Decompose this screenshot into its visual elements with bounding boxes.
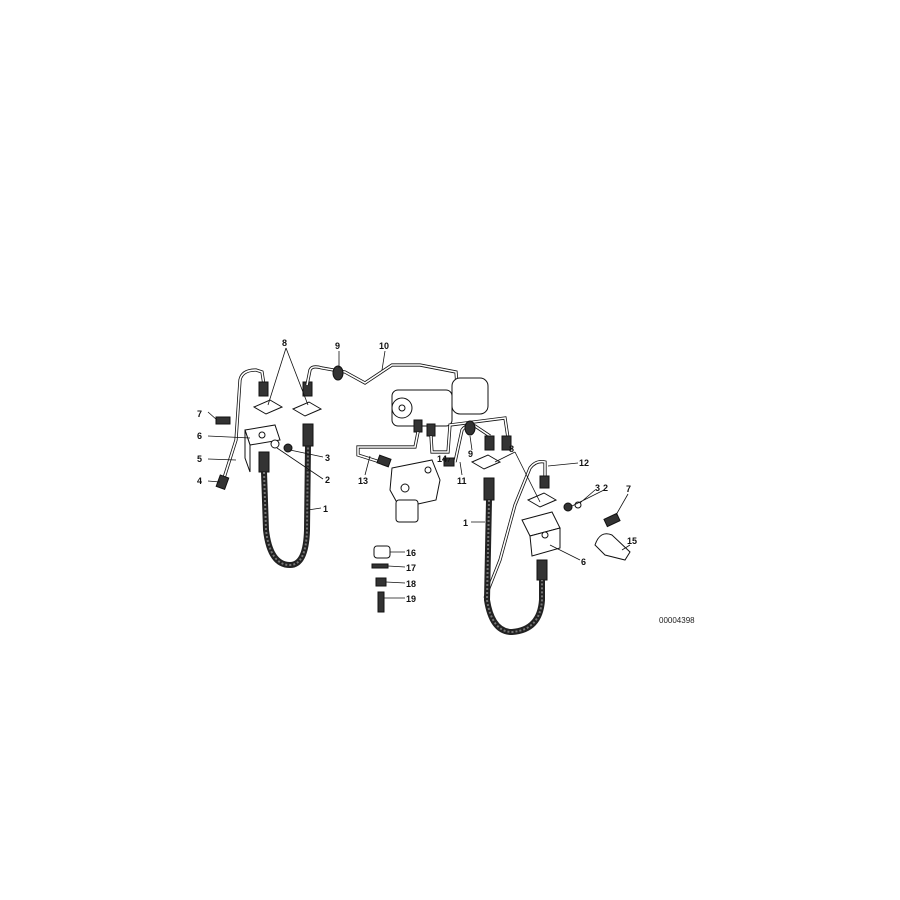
small-parts	[371, 545, 391, 613]
callout-label: 7	[626, 484, 631, 494]
callout-label: 2	[603, 483, 608, 493]
callout-labels: 8 9 10 7 6 5 4 3 2 1 13 14 11 9 8 12 3 2…	[197, 338, 695, 625]
brake-line-13	[356, 431, 420, 468]
callout-label: 9	[468, 449, 473, 459]
right-bracket	[521, 501, 621, 557]
brake-line-10	[305, 363, 460, 401]
callout-label: 2	[325, 475, 330, 485]
drawing-number: 00004398	[659, 616, 695, 625]
right-brake-hose	[483, 477, 548, 636]
right-brake-line	[483, 460, 558, 599]
callout-label: 1	[323, 504, 328, 514]
callout-label: 15	[627, 536, 637, 546]
left-brake-hose	[258, 423, 314, 569]
callout-label: 9	[335, 341, 340, 351]
callout-label: 8	[282, 338, 287, 348]
callout-label: 11	[457, 476, 467, 486]
master-cylinder	[391, 377, 489, 437]
callout-label: 4	[197, 476, 202, 486]
clips-left	[252, 381, 323, 417]
callout-label: 8	[509, 444, 514, 454]
callout-label: 14	[437, 454, 447, 464]
callout-label: 17	[406, 563, 416, 573]
callout-label: 1	[463, 518, 468, 528]
callout-label: 3	[325, 453, 330, 463]
left-brake-line	[215, 368, 269, 490]
callout-label: 10	[379, 341, 389, 351]
callout-label: 16	[406, 548, 416, 558]
pressure-regulator	[389, 459, 441, 523]
callout-label: 6	[581, 557, 586, 567]
callout-label: 5	[197, 454, 202, 464]
callout-label: 7	[197, 409, 202, 419]
callout-label: 6	[197, 431, 202, 441]
callout-label: 13	[358, 476, 368, 486]
callout-label: 18	[406, 579, 416, 589]
hose-clamp-15	[594, 533, 631, 561]
callout-label: 3	[595, 483, 600, 493]
leader-lines	[207, 347, 631, 599]
right-brake-lines	[429, 416, 512, 470]
callout-label: 12	[579, 458, 589, 468]
left-bracket	[215, 416, 293, 473]
callout-label: 19	[406, 594, 416, 604]
